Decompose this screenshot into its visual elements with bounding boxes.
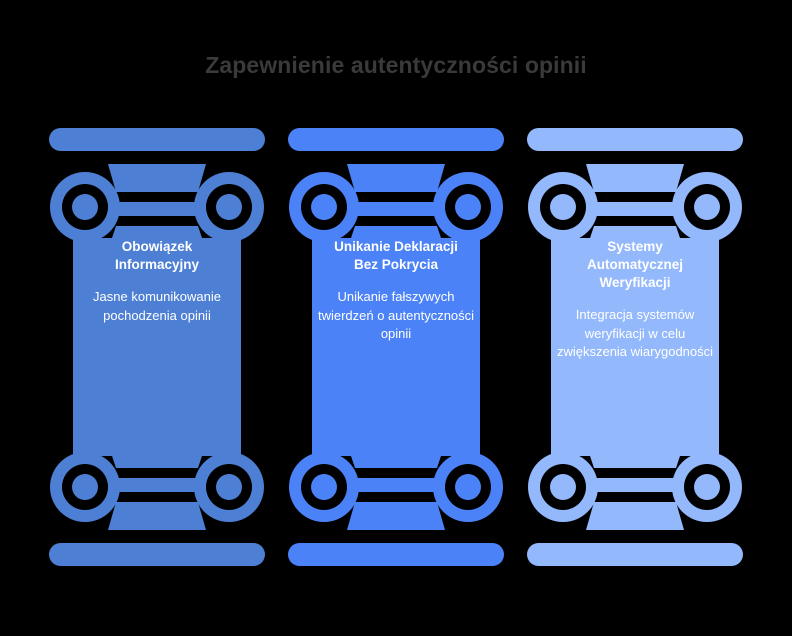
volute-top-left-inner	[550, 194, 576, 220]
fillet-bottom	[353, 478, 439, 492]
pillar-3-graphic	[527, 128, 743, 566]
volute-bottom-right-inner	[216, 474, 242, 500]
pillar-2-base	[288, 444, 504, 566]
echinus-bottom	[347, 502, 445, 530]
volute-top-left-inner	[311, 194, 337, 220]
echinus-top	[347, 164, 445, 192]
fillet-top	[114, 202, 200, 216]
echinus-bottom-upper	[586, 444, 684, 468]
echinus-bottom-upper	[347, 444, 445, 468]
volute-bottom-left-inner	[550, 474, 576, 500]
abacus-top-bar	[527, 128, 743, 151]
pillar-2-capital	[288, 128, 504, 250]
echinus-top	[586, 164, 684, 192]
fillet-top	[353, 202, 439, 216]
plinth-bottom-bar	[49, 543, 265, 566]
volute-top-left-inner	[72, 194, 98, 220]
volute-top-right-inner	[694, 194, 720, 220]
page-title: Zapewnienie autentyczności opinii	[205, 52, 587, 78]
abacus-top-bar	[49, 128, 265, 151]
pillar-1-shaft	[73, 238, 241, 456]
volute-top-right-inner	[455, 194, 481, 220]
pillar-1-graphic	[49, 128, 265, 566]
volute-top-right-inner	[216, 194, 242, 220]
pillar-1-capital	[49, 128, 265, 250]
plinth-bottom-bar	[527, 543, 743, 566]
echinus-top	[108, 164, 206, 192]
plinth-bottom-bar	[288, 543, 504, 566]
echinus-bottom	[586, 502, 684, 530]
pillar-3-capital	[527, 128, 743, 250]
volute-bottom-left-inner	[311, 474, 337, 500]
volute-bottom-right-inner	[455, 474, 481, 500]
pillar-2-shaft	[312, 238, 480, 456]
abacus-top-bar	[288, 128, 504, 151]
pillar-1-base	[49, 444, 265, 566]
echinus-bottom-upper	[108, 444, 206, 468]
volute-bottom-left-inner	[72, 474, 98, 500]
fillet-bottom	[592, 478, 678, 492]
fillet-top	[592, 202, 678, 216]
volute-bottom-right-inner	[694, 474, 720, 500]
pillar-3-base	[527, 444, 743, 566]
fillet-bottom	[114, 478, 200, 492]
pillar-3-shaft	[551, 238, 719, 456]
pillar-2-graphic	[288, 128, 504, 566]
echinus-bottom	[108, 502, 206, 530]
